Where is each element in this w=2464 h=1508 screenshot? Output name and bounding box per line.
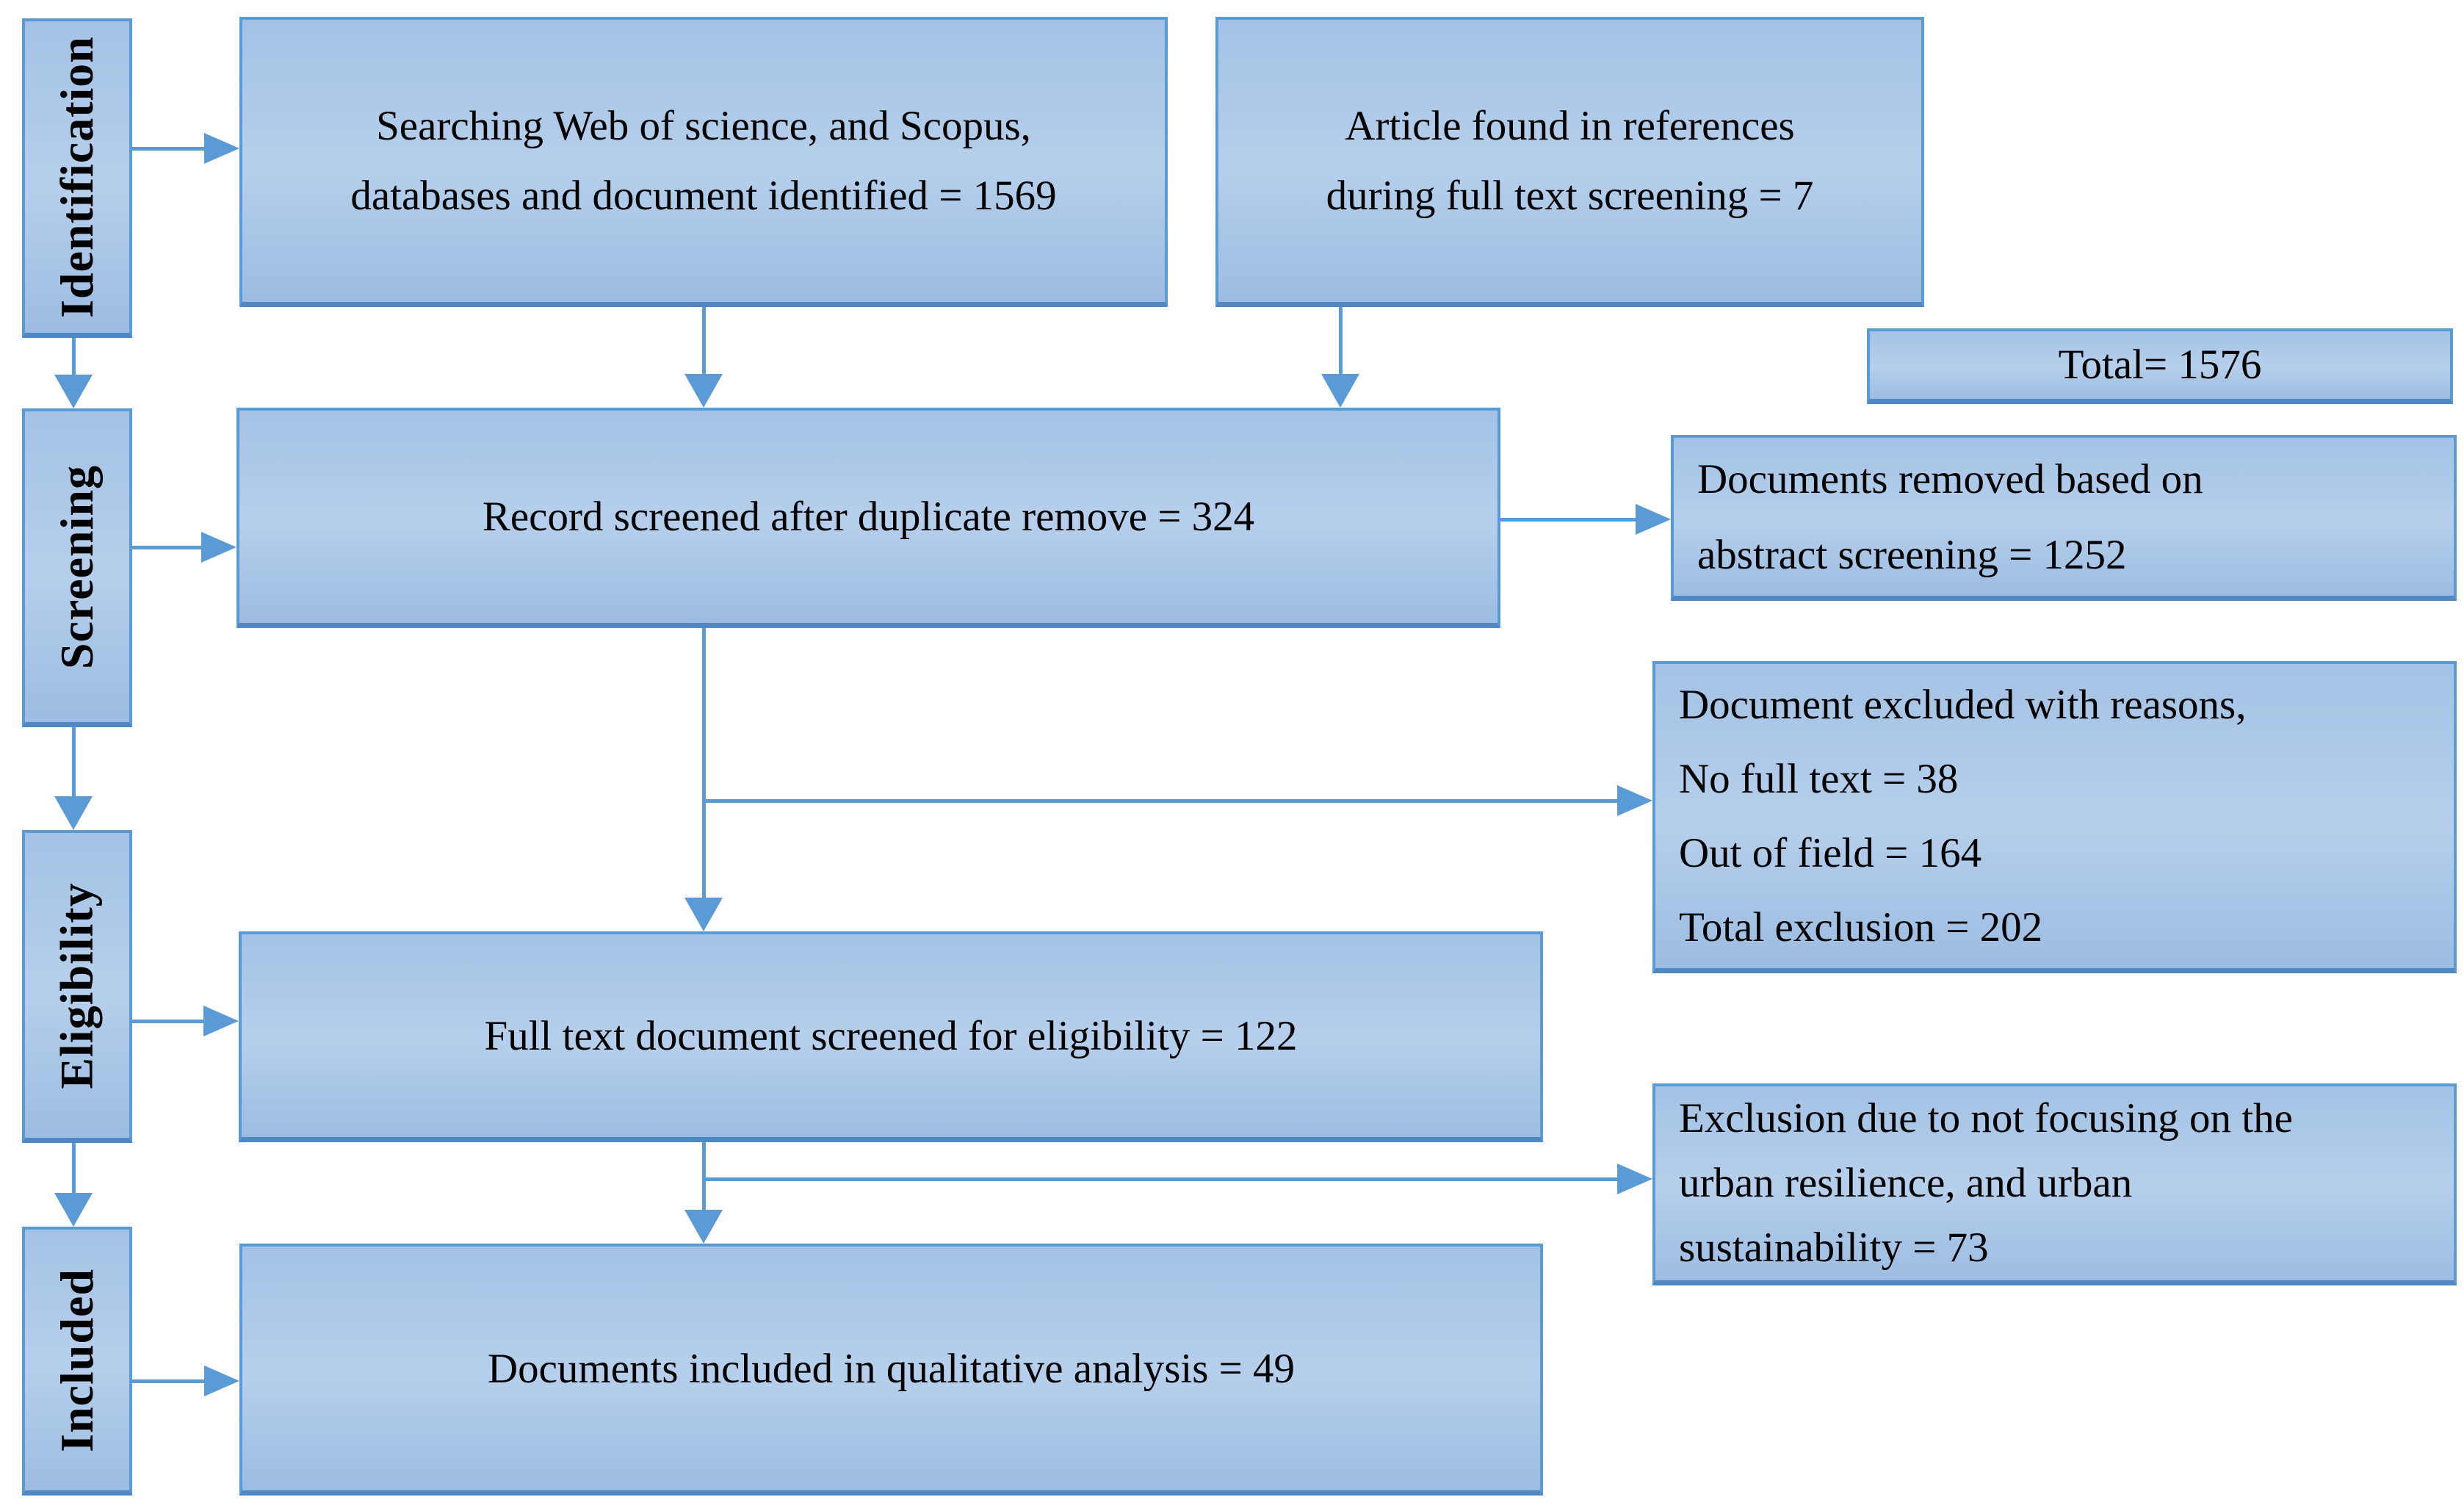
arrow-screening-to-eligibility-line — [72, 727, 76, 798]
stage-screening-label: Screening — [51, 464, 103, 669]
stage-included-label: Included — [51, 1268, 103, 1452]
box-excluded-reasons-line4: Total exclusion = 202 — [1679, 904, 2043, 950]
stage-identification-label: Identification — [51, 36, 103, 318]
arrow-branch-to-exclusion-head — [1617, 1164, 1652, 1194]
arrow-identification-to-search-head — [204, 133, 239, 164]
box-records-screened-text: Record screened after duplicate remove =… — [482, 494, 1255, 540]
arrow-eligibility-to-included-line — [72, 1143, 76, 1194]
arrow-branch-to-exclusion-line — [704, 1177, 1619, 1181]
arrow-eligibility-to-fulltext-head — [203, 1006, 239, 1036]
stage-eligibility: Eligibility — [22, 830, 132, 1143]
box-excluded-reasons: Document excluded with reasons, No full … — [1652, 661, 2457, 973]
arrow-search-to-record-line — [702, 307, 706, 375]
box-included-qualitative: Documents included in qualitative analys… — [239, 1244, 1543, 1496]
box-database-search: Searching Web of science, and Scopus, da… — [239, 17, 1168, 307]
box-excluded-reasons-line2: No full text = 38 — [1679, 756, 1959, 802]
arrow-identification-to-screening-head — [54, 375, 93, 408]
box-records-screened: Record screened after duplicate remove =… — [236, 408, 1500, 628]
stage-screening: Screening — [22, 408, 132, 727]
stage-included: Included — [22, 1227, 132, 1496]
arrow-record-to-fulltext-head — [684, 898, 723, 931]
arrow-screening-to-eligibility-head — [54, 796, 93, 830]
arrow-search-to-record-head — [684, 374, 723, 408]
arrow-record-to-removed-line — [1500, 518, 1637, 522]
box-reference-articles-line1: Article found in references — [1345, 103, 1795, 149]
box-total: Total= 1576 — [1867, 328, 2453, 404]
box-removed-abstract: Documents removed based on abstract scre… — [1671, 435, 2457, 601]
box-database-search-line2: databases and document identified = 1569 — [350, 173, 1057, 219]
box-excluded-reasons-line3: Out of field = 164 — [1679, 830, 1982, 876]
arrow-eligibility-to-fulltext-line — [132, 1020, 205, 1023]
arrow-screening-to-record-line — [132, 546, 203, 549]
arrow-references-to-record-head — [1321, 374, 1359, 408]
box-removed-abstract-line2: abstract screening = 1252 — [1697, 531, 2127, 578]
arrow-screening-to-record-head — [201, 532, 236, 563]
box-exclusion-focus: Exclusion due to not focusing on the urb… — [1652, 1083, 2457, 1285]
arrow-record-to-fulltext-line — [702, 628, 706, 899]
stage-eligibility-label: Eligibility — [51, 881, 103, 1089]
box-included-qualitative-text: Documents included in qualitative analys… — [487, 1345, 1296, 1392]
box-fulltext-screened: Full text document screened for eligibil… — [239, 931, 1543, 1142]
box-exclusion-focus-line1: Exclusion due to not focusing on the — [1679, 1095, 2293, 1141]
box-total-text: Total= 1576 — [2058, 342, 2262, 388]
arrow-references-to-record-line — [1339, 307, 1343, 375]
box-exclusion-focus-line3: sustainability = 73 — [1679, 1224, 1989, 1271]
arrow-branch-to-excluded-line — [704, 799, 1619, 803]
arrow-branch-to-excluded-head — [1617, 785, 1652, 816]
arrow-included-to-qualitative-line — [132, 1379, 206, 1383]
arrow-included-to-qualitative-head — [204, 1366, 239, 1396]
box-exclusion-focus-line2: urban resilience, and urban — [1679, 1160, 2133, 1206]
arrow-identification-to-screening-line — [72, 338, 76, 376]
arrow-identification-to-search-line — [132, 147, 206, 151]
box-reference-articles: Article found in references during full … — [1215, 17, 1924, 307]
box-removed-abstract-line1: Documents removed based on — [1697, 455, 2203, 502]
arrow-record-to-removed-head — [1636, 504, 1671, 535]
box-excluded-reasons-line1: Document excluded with reasons, — [1679, 682, 2247, 728]
arrow-fulltext-to-included-head — [684, 1210, 723, 1244]
box-reference-articles-line2: during full text screening = 7 — [1326, 173, 1814, 219]
arrow-fulltext-to-included-line — [702, 1142, 706, 1211]
arrow-eligibility-to-included-head — [54, 1193, 93, 1227]
box-fulltext-screened-text: Full text document screened for eligibil… — [484, 1012, 1298, 1059]
stage-identification: Identification — [22, 18, 132, 338]
box-database-search-line1: Searching Web of science, and Scopus, — [376, 103, 1031, 149]
